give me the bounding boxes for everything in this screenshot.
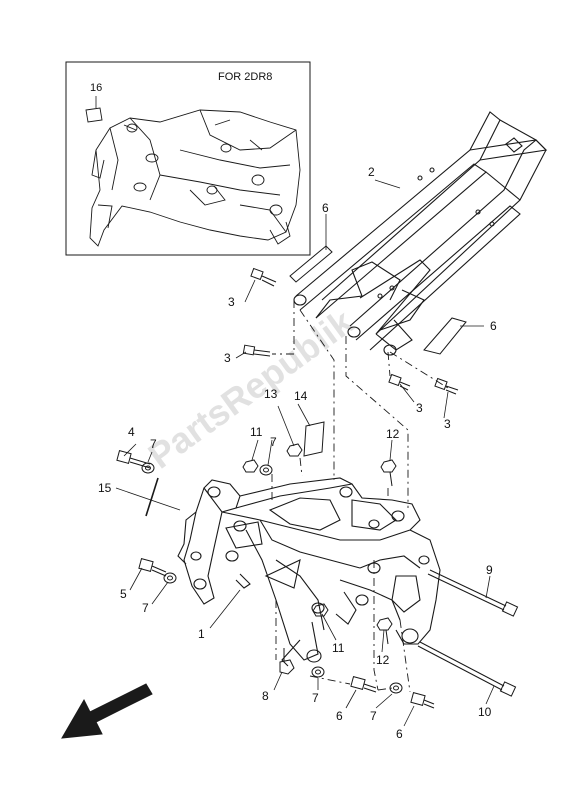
part-5-strip	[290, 246, 332, 282]
callout-7: 7	[270, 435, 277, 449]
bolt-6-upper-left	[117, 451, 154, 473]
callout-10: 10	[478, 705, 492, 719]
inset-callout-16: 16	[90, 82, 102, 94]
callout-1: 1	[198, 627, 205, 641]
leader-lines	[115, 179, 495, 727]
part-4-plate	[424, 318, 466, 354]
fasteners	[117, 269, 518, 708]
callout-11: 11	[250, 425, 263, 439]
inset-label-sticker	[85, 107, 103, 123]
callout-11: 11	[332, 641, 345, 655]
bolt-10	[418, 642, 516, 696]
nut-13	[287, 444, 302, 456]
callout-7: 7	[142, 601, 149, 615]
watermark: PartsRepublik	[141, 300, 362, 476]
callout-labels: 2 6 3 6 3 3 3 13 14 4 7 11 7 12 15 9 5 7…	[98, 165, 497, 741]
callout-4: 6	[490, 319, 497, 333]
part-15-pin	[146, 478, 158, 516]
callout-13: 13	[264, 387, 278, 401]
callout-12: 12	[376, 653, 390, 667]
callout-7: 7	[312, 691, 319, 705]
callout-3: 3	[228, 295, 235, 309]
inset-frame-sketch	[90, 110, 300, 246]
front-direction-arrow-icon	[61, 683, 153, 739]
bolt-6-lower-right	[411, 693, 434, 708]
callout-7: 7	[370, 709, 377, 723]
bolt-8	[280, 648, 294, 674]
callout-6: 6	[336, 709, 343, 723]
callout-3: 3	[224, 351, 231, 365]
nut-11-lower	[313, 604, 328, 616]
callout-9: 9	[486, 563, 493, 577]
bolt-3-upper	[251, 269, 276, 286]
svg-text:PartsRepublik: PartsRepublik	[141, 300, 362, 476]
callout-12: 12	[386, 427, 400, 441]
callout-3: 3	[444, 417, 451, 431]
inset-panel: FOR 2DR8 16	[65, 61, 311, 256]
bolt-3-middle	[243, 345, 270, 356]
bolt-12-upper	[381, 460, 396, 486]
bolt-6-lower-left	[139, 559, 176, 583]
bolt-3-right-b	[435, 379, 458, 394]
callout-15: 15	[98, 481, 112, 495]
callout-14: 14	[294, 389, 308, 403]
callout-6: 4	[128, 425, 135, 439]
inset-title: FOR 2DR8	[218, 71, 272, 83]
bolt-6-lower-middle	[351, 677, 376, 692]
bolt-9	[428, 570, 518, 616]
washer-7-lower-a	[312, 667, 324, 677]
callout-3: 3	[416, 401, 423, 415]
callout-6: 6	[396, 727, 403, 741]
bolt-12-lower	[377, 618, 392, 644]
main-frame	[178, 478, 440, 666]
callout-5: 6	[322, 201, 329, 215]
part-14-label	[304, 422, 324, 456]
callout-8: 8	[262, 689, 269, 703]
callout-7: 7	[150, 437, 157, 451]
bolt-3-right-a	[389, 375, 410, 390]
assembly-guides	[271, 300, 449, 693]
callout-6: 5	[120, 587, 127, 601]
nut-11-upper	[243, 460, 272, 475]
callout-2: 2	[368, 165, 375, 179]
